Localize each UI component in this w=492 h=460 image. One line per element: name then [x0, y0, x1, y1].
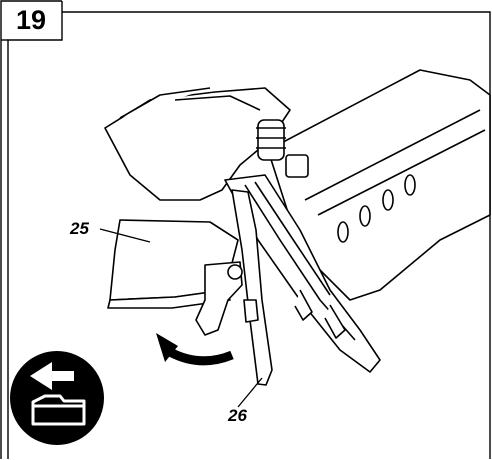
leader-26 [237, 377, 263, 408]
remove-magazine-icon [10, 351, 104, 445]
leader-lines [99, 228, 263, 408]
tool-body [104, 69, 491, 373]
callout-25: 25 [70, 219, 89, 238]
leader-25 [99, 228, 151, 243]
curved-arrow-icon [156, 333, 234, 366]
lever-26 [195, 189, 273, 386]
callout-26: 26 [228, 406, 247, 425]
figure-number: 19 [15, 4, 47, 35]
